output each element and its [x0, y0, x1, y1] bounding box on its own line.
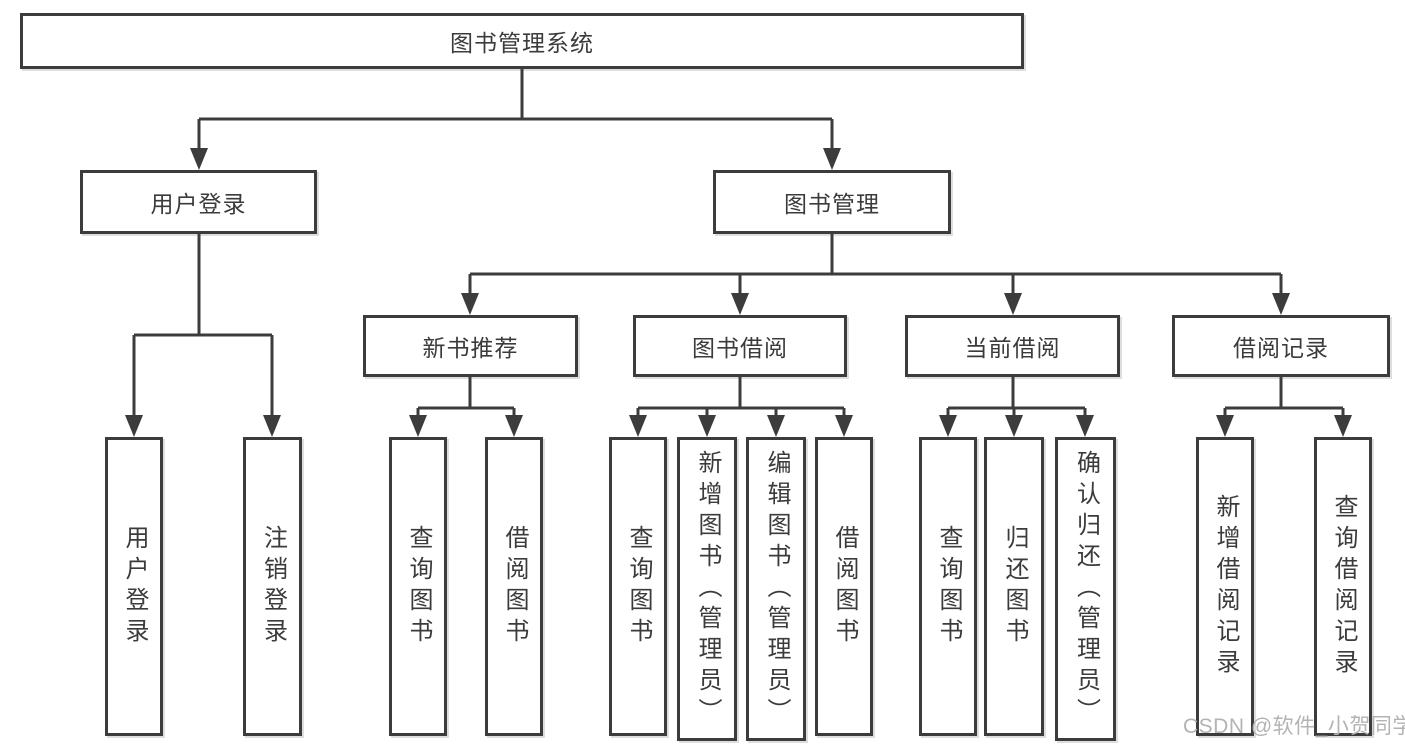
- node-br-add-record: 新增借阅记录: [1196, 437, 1254, 736]
- node-label: 新增图书（管理员）: [694, 449, 721, 729]
- arrow-down-icon: [505, 415, 523, 437]
- arrow-down-icon: [1216, 415, 1234, 437]
- node-bb-edit-books-admin: 编辑图书（管理员）: [746, 437, 806, 741]
- arrow-down-icon: [1272, 293, 1290, 315]
- connector-root: [197, 69, 834, 150]
- node-label: 当前借阅: [964, 335, 1061, 361]
- arrow-down-icon: [461, 293, 479, 315]
- node-label: 查询图书: [405, 524, 432, 649]
- node-borrowing-records: 借阅记录: [1172, 315, 1390, 377]
- node-label: 查询图书: [935, 524, 962, 649]
- arrow-down-icon: [629, 415, 647, 437]
- node-label: 归还图书: [1001, 524, 1028, 649]
- node-label: 借阅图书: [501, 524, 528, 649]
- node-logout: 注销登录: [243, 437, 302, 736]
- node-label: 借阅记录: [1233, 335, 1329, 361]
- node-current-borrowing: 当前借阅: [905, 315, 1120, 377]
- node-label: 图书管理系统: [450, 30, 594, 56]
- node-label: 编辑图书（管理员）: [763, 449, 790, 729]
- arrow-down-icon: [1005, 415, 1023, 437]
- node-user-login: 用户登录: [80, 170, 317, 234]
- connector-book-management: [468, 234, 1283, 295]
- arrow-down-icon: [767, 415, 785, 437]
- node-label: 图书借阅: [692, 335, 788, 361]
- arrow-down-icon: [409, 415, 427, 437]
- node-bb-query-books: 查询图书: [609, 437, 667, 736]
- connector-new-book: [416, 377, 516, 417]
- connector-user-login: [132, 234, 274, 417]
- node-label: 新增借阅记录: [1212, 493, 1239, 680]
- node-label: 图书管理: [784, 191, 880, 217]
- arrow-down-icon: [823, 148, 841, 170]
- arrow-down-icon: [1004, 293, 1022, 315]
- node-nb-borrow-books: 借阅图书: [485, 437, 543, 736]
- node-book-borrowing: 图书借阅: [633, 315, 847, 377]
- node-label: 查询图书: [625, 524, 652, 649]
- node-library-management-system: 图书管理系统: [20, 13, 1024, 69]
- arrow-down-icon: [190, 148, 208, 170]
- node-cb-query-books: 查询图书: [919, 437, 977, 736]
- connector-borrow-records: [1223, 377, 1345, 417]
- node-br-query-record: 查询借阅记录: [1314, 437, 1372, 736]
- arrow-down-icon: [1334, 415, 1352, 437]
- node-label: 用户登录: [150, 191, 247, 217]
- node-cb-confirm-return-admin: 确认归还（管理员）: [1055, 437, 1116, 741]
- node-bb-borrow-books: 借阅图书: [815, 437, 873, 736]
- arrow-down-icon: [698, 415, 716, 437]
- node-label: 新书推荐: [422, 335, 519, 361]
- arrow-down-icon: [939, 415, 957, 437]
- node-new-book-recommend: 新书推荐: [363, 315, 578, 377]
- node-cb-return-books: 归还图书: [984, 437, 1044, 736]
- arrow-down-icon: [731, 293, 749, 315]
- arrow-down-icon: [125, 415, 143, 437]
- node-bb-add-books-admin: 新增图书（管理员）: [677, 437, 737, 741]
- node-label: 注销登录: [259, 524, 287, 649]
- arrow-down-icon: [835, 415, 853, 437]
- node-login: 用户登录: [105, 437, 163, 736]
- node-label: 查询借阅记录: [1330, 493, 1357, 680]
- connector-book-borrow: [636, 377, 846, 417]
- csdn-watermark: CSDN @软件_小贺同学: [1183, 715, 1405, 738]
- node-label: 确认归还（管理员）: [1072, 449, 1100, 729]
- node-label: 借阅图书: [831, 524, 858, 649]
- node-label: 用户登录: [121, 524, 148, 649]
- node-nb-query-books: 查询图书: [389, 437, 447, 736]
- arrow-down-icon: [263, 415, 281, 437]
- connector-current-borrow: [946, 377, 1087, 417]
- node-book-management: 图书管理: [713, 170, 951, 234]
- arrow-down-icon: [1076, 415, 1094, 437]
